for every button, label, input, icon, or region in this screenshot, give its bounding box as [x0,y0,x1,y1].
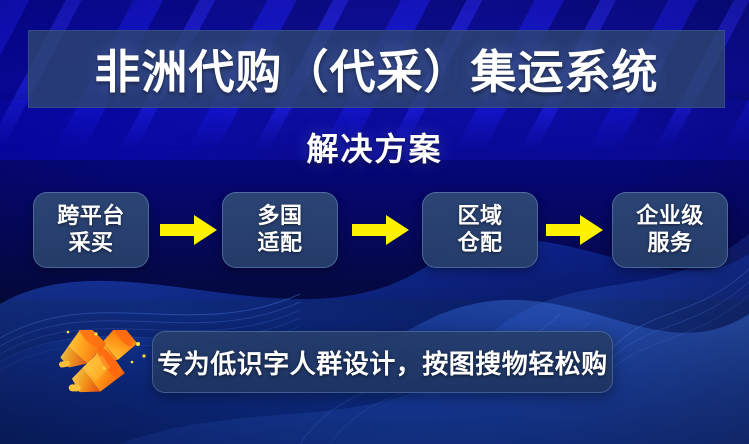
flow-step-2[interactable]: 多国 适配 [222,192,338,268]
title-banner-background [28,30,725,108]
flow-step-4[interactable]: 企业级 服务 [612,192,728,268]
flow-step-1-line1: 跨平台 [57,203,125,229]
flow-step-2-line1: 多国 [257,203,303,229]
flow-step-1[interactable]: 跨平台 采买 [33,192,149,268]
page-subtitle: 解决方案 [306,131,443,167]
tagline-banner: 专为低识字人群设计，按图搜物轻松购 [152,331,613,393]
flow-step-1-line2: 采买 [68,230,114,255]
process-flow: 跨平台 采买 多国 适配 区域 仓配 企业级 服务 [0,192,749,270]
flow-step-4-line1: 企业级 [636,203,704,229]
megaphone-icon [59,330,146,393]
flow-step-2-line2: 适配 [257,230,303,255]
arrow-right-icon-2 [352,215,409,245]
flow-step-4-line2: 服务 [647,230,693,255]
arrow-right-icon-3 [546,215,603,245]
flow-step-3-line1: 区域 [457,203,503,229]
flow-step-3[interactable]: 区域 仓配 [422,192,538,268]
page-title: 非洲代购（代采）集运系统 [94,46,659,98]
arrow-right-icon-1 [160,215,217,245]
flow-step-3-line2: 仓配 [457,230,503,255]
